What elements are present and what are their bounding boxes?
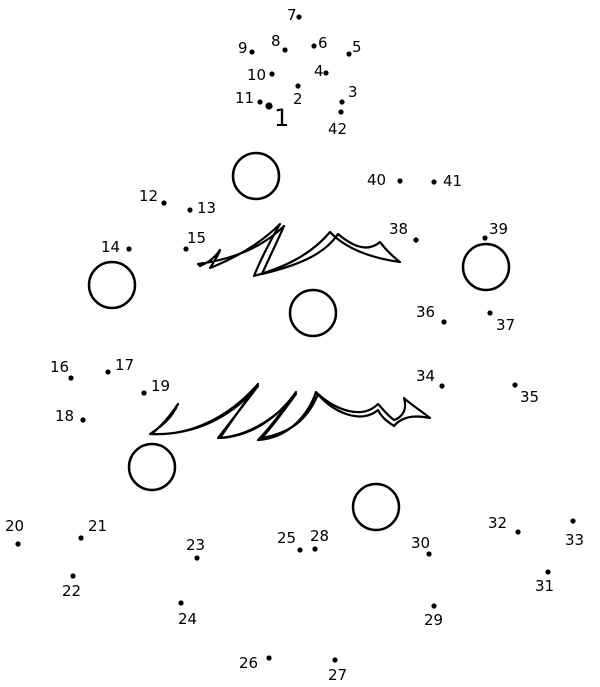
dot-37: [487, 310, 493, 316]
dot-label-2: 2: [293, 90, 303, 108]
dot-15: [183, 246, 189, 252]
dot-label-1: 1: [274, 104, 289, 132]
dot-label-40: 40: [367, 171, 386, 189]
ornament-right-lower: [351, 482, 401, 532]
dot-22: [70, 573, 76, 579]
dot-label-15: 15: [187, 229, 206, 247]
dot-label-4: 4: [314, 62, 324, 80]
dot-label-18: 18: [55, 407, 74, 425]
dot-label-36: 36: [416, 303, 435, 321]
dot-8: [282, 47, 288, 53]
dot-label-20: 20: [5, 517, 24, 535]
dot-34: [439, 383, 445, 389]
dot-39: [482, 235, 488, 241]
dot-19: [141, 390, 147, 396]
dot-3: [339, 99, 345, 105]
dot-label-35: 35: [520, 388, 539, 406]
dot-label-31: 31: [535, 577, 554, 595]
dot-41: [431, 179, 437, 185]
dot-label-23: 23: [186, 536, 205, 554]
dot-4: [323, 70, 329, 76]
dot-label-14: 14: [101, 238, 120, 256]
ornament-left-lower: [127, 442, 177, 492]
dot-label-16: 16: [50, 358, 69, 376]
ornament-top: [231, 151, 281, 201]
ornaments: [87, 151, 511, 532]
dot-30: [426, 551, 432, 557]
dot-9: [249, 49, 255, 55]
dot-label-27: 27: [328, 666, 347, 684]
dot-label-38: 38: [389, 220, 408, 238]
dot-label-11: 11: [235, 89, 254, 107]
dot-label-9: 9: [238, 39, 248, 57]
dot-32: [515, 529, 521, 535]
dot-23: [194, 555, 200, 561]
dot-16: [68, 375, 74, 381]
dot-label-37: 37: [496, 316, 515, 334]
dot-11: [257, 99, 263, 105]
dot-label-8: 8: [271, 32, 281, 50]
dot-17: [105, 369, 111, 375]
dot-24: [178, 600, 184, 606]
dot-label-32: 32: [488, 514, 507, 532]
dot-label-25: 25: [277, 529, 296, 547]
dot-36: [441, 319, 447, 325]
dot-21: [78, 535, 84, 541]
dot-label-24: 24: [178, 610, 197, 628]
dot-2: [295, 83, 301, 89]
dot-25: [297, 547, 303, 553]
dot-label-29: 29: [424, 611, 443, 629]
dot-label-17: 17: [115, 356, 134, 374]
dot-label-12: 12: [139, 187, 158, 205]
dot-27: [332, 657, 338, 663]
dot-13: [187, 207, 193, 213]
dot-14: [126, 246, 132, 252]
dot-7: [296, 14, 302, 20]
dot-1: [265, 102, 273, 110]
dot-label-26: 26: [239, 654, 258, 672]
dot-label-19: 19: [151, 377, 170, 395]
dot-20: [15, 541, 21, 547]
tree-boughs: [148, 222, 432, 442]
dot-10: [269, 71, 275, 77]
dot-29: [431, 603, 437, 609]
dot-label-7: 7: [287, 6, 297, 24]
dot-42: [338, 109, 344, 115]
dot-5: [346, 51, 352, 57]
dot-31: [545, 569, 551, 575]
dot-12: [161, 200, 167, 206]
dot-label-21: 21: [88, 517, 107, 535]
dot-label-13: 13: [197, 199, 216, 217]
dot-35: [512, 382, 518, 388]
dot-33: [570, 518, 576, 524]
dot-label-42: 42: [328, 120, 347, 138]
dot-18: [80, 417, 86, 423]
dot-label-30: 30: [411, 534, 430, 552]
dot-label-22: 22: [62, 582, 81, 600]
dot-label-5: 5: [352, 38, 362, 56]
bough-lower: [148, 382, 432, 442]
dot-label-39: 39: [489, 220, 508, 238]
dot-28: [312, 546, 318, 552]
dot-label-41: 41: [443, 172, 462, 190]
dot-6: [311, 43, 317, 49]
bough-upper: [196, 222, 402, 278]
dot-38: [413, 237, 419, 243]
dot-label-3: 3: [348, 83, 358, 101]
dot-label-28: 28: [310, 527, 329, 545]
ornament-right-upper: [461, 242, 511, 292]
dot-label-33: 33: [565, 531, 584, 549]
ornament-left-upper: [87, 260, 137, 310]
dot-26: [266, 655, 272, 661]
ornament-center: [288, 288, 338, 338]
dot-label-10: 10: [247, 66, 266, 84]
dot-label-34: 34: [416, 367, 435, 385]
dot-40: [397, 178, 403, 184]
dot-label-6: 6: [318, 34, 328, 52]
